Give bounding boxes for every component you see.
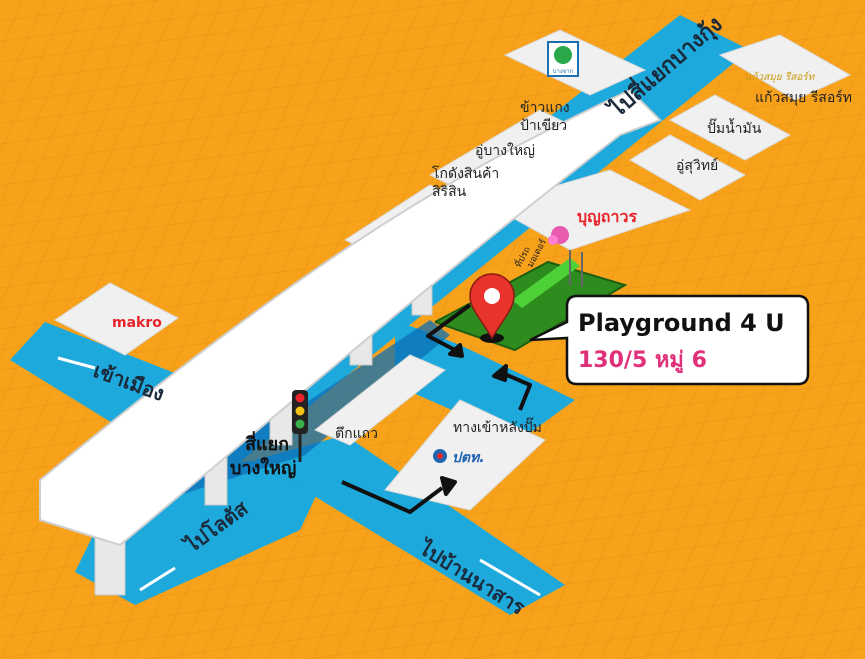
- intersection-label-2: บางใหญ่: [230, 457, 296, 479]
- warehouse-label-2: สิริสิน: [432, 184, 467, 200]
- svg-text:ปตท.: ปตท.: [452, 450, 485, 466]
- u-bang-yai-label: อู่บางใหญ่: [475, 142, 535, 159]
- route-arrows: [341, 303, 532, 514]
- kao-kaeng-label-1: ข้าวแกง: [520, 100, 570, 116]
- direction-arrow-icon: [139, 566, 176, 592]
- playground-area: [435, 262, 625, 350]
- kaew-samui-label: แก้วสมุย รีสอร์ท: [755, 89, 852, 106]
- route-arrow: [426, 303, 472, 352]
- row-buildings-lot: [314, 354, 446, 446]
- direction-arrow-icon: [57, 356, 96, 370]
- local-road: [395, 320, 575, 440]
- makro-lot: [54, 282, 179, 356]
- direction-arrow-icon: [440, 476, 457, 496]
- kaew-samui-logo: แก้วสมุย รีสอร์ท: [745, 71, 816, 83]
- direction-arrow-icon: [479, 558, 541, 597]
- pump-label: ปั๊มน้ำมัน: [707, 118, 762, 137]
- kao-kaeng-label-2: ป้าเขียว: [520, 118, 567, 134]
- intersection-label-1: สี่แยก: [245, 431, 289, 455]
- bangchak-logo-icon: บางจาก: [547, 41, 579, 77]
- direction-arrow-icon: [492, 364, 508, 382]
- row-buildings-label: ตึกแถว: [335, 426, 378, 442]
- callout-address: 130/5 หมู่ 6: [578, 348, 707, 374]
- bunthaworn-label: บุญถาวร: [577, 207, 637, 227]
- makro-label: makro: [112, 315, 162, 331]
- back-entrance-label: ทางเข้าหลังปั๊ม: [453, 417, 542, 436]
- kaew-samui-lot: [718, 34, 852, 101]
- route-arrow: [341, 480, 444, 514]
- direction-arrow-icon: [448, 343, 464, 358]
- callout-title: Playground 4 U: [578, 309, 785, 337]
- traffic-light-icon: [292, 390, 308, 462]
- slide-icon: [512, 226, 583, 308]
- pump-lot: [668, 94, 792, 161]
- route-arrow: [499, 370, 532, 411]
- ban-na-san-road: [255, 435, 565, 615]
- u-surawit-lot: [629, 134, 747, 201]
- svg-text:บางจาก: บางจาก: [553, 68, 574, 75]
- flyover-bridge: [39, 88, 662, 596]
- callout: Playground 4 U 130/5 หมู่ 6: [529, 294, 810, 386]
- location-pin-icon: [469, 273, 515, 343]
- bridge-deck: [39, 88, 662, 547]
- u-surawit-label: อู่สุวิทย์: [676, 157, 718, 174]
- bunthaworn-lot: [488, 169, 692, 251]
- ptt-logo-icon: ปตท.: [433, 449, 485, 466]
- warehouse-label-1: โกดังสินค้า: [432, 165, 499, 182]
- ptt-lot: [384, 399, 546, 511]
